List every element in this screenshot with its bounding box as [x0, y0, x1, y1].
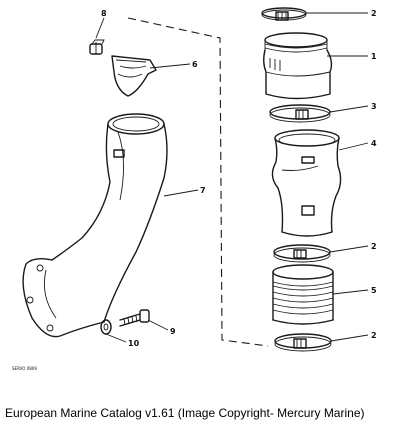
leader-lines	[95, 12, 369, 343]
callout-9: 9	[170, 327, 176, 336]
callout-7: 7	[200, 186, 206, 195]
callout-2-bottom: 2	[371, 331, 377, 340]
callout-10: 10	[128, 339, 140, 348]
image-caption: European Marine Catalog v1.61 (Image Cop…	[5, 406, 365, 420]
callout-1: 1	[371, 52, 377, 61]
part-1-coupler-sleeve[interactable]	[263, 32, 333, 100]
part-10-washer[interactable]	[100, 319, 112, 335]
part-4-curved-hose[interactable]	[271, 129, 342, 237]
part-7-elbow[interactable]	[22, 113, 168, 338]
callout-2-top: 2	[371, 9, 377, 18]
part-9-bolt[interactable]	[119, 309, 150, 327]
part-2-clamp-middle[interactable]	[273, 244, 331, 263]
assembly-guide-line	[127, 17, 269, 347]
callout-3: 3	[371, 102, 377, 111]
callout-6: 6	[192, 60, 198, 69]
callout-8: 8	[101, 9, 107, 18]
part-2-clamp-top[interactable]	[261, 7, 307, 21]
drawing-code: SERVO 0809	[12, 366, 37, 371]
part-2-clamp-bottom[interactable]	[274, 333, 332, 352]
part-3-clamp[interactable]	[269, 104, 331, 123]
part-8-plug[interactable]	[89, 39, 105, 55]
callout-2-middle: 2	[371, 242, 377, 251]
callout-5: 5	[371, 286, 377, 295]
part-5-corrugated-sleeve[interactable]	[272, 264, 334, 325]
callout-4: 4	[371, 139, 377, 148]
part-6-deflector-cap[interactable]	[111, 55, 157, 97]
